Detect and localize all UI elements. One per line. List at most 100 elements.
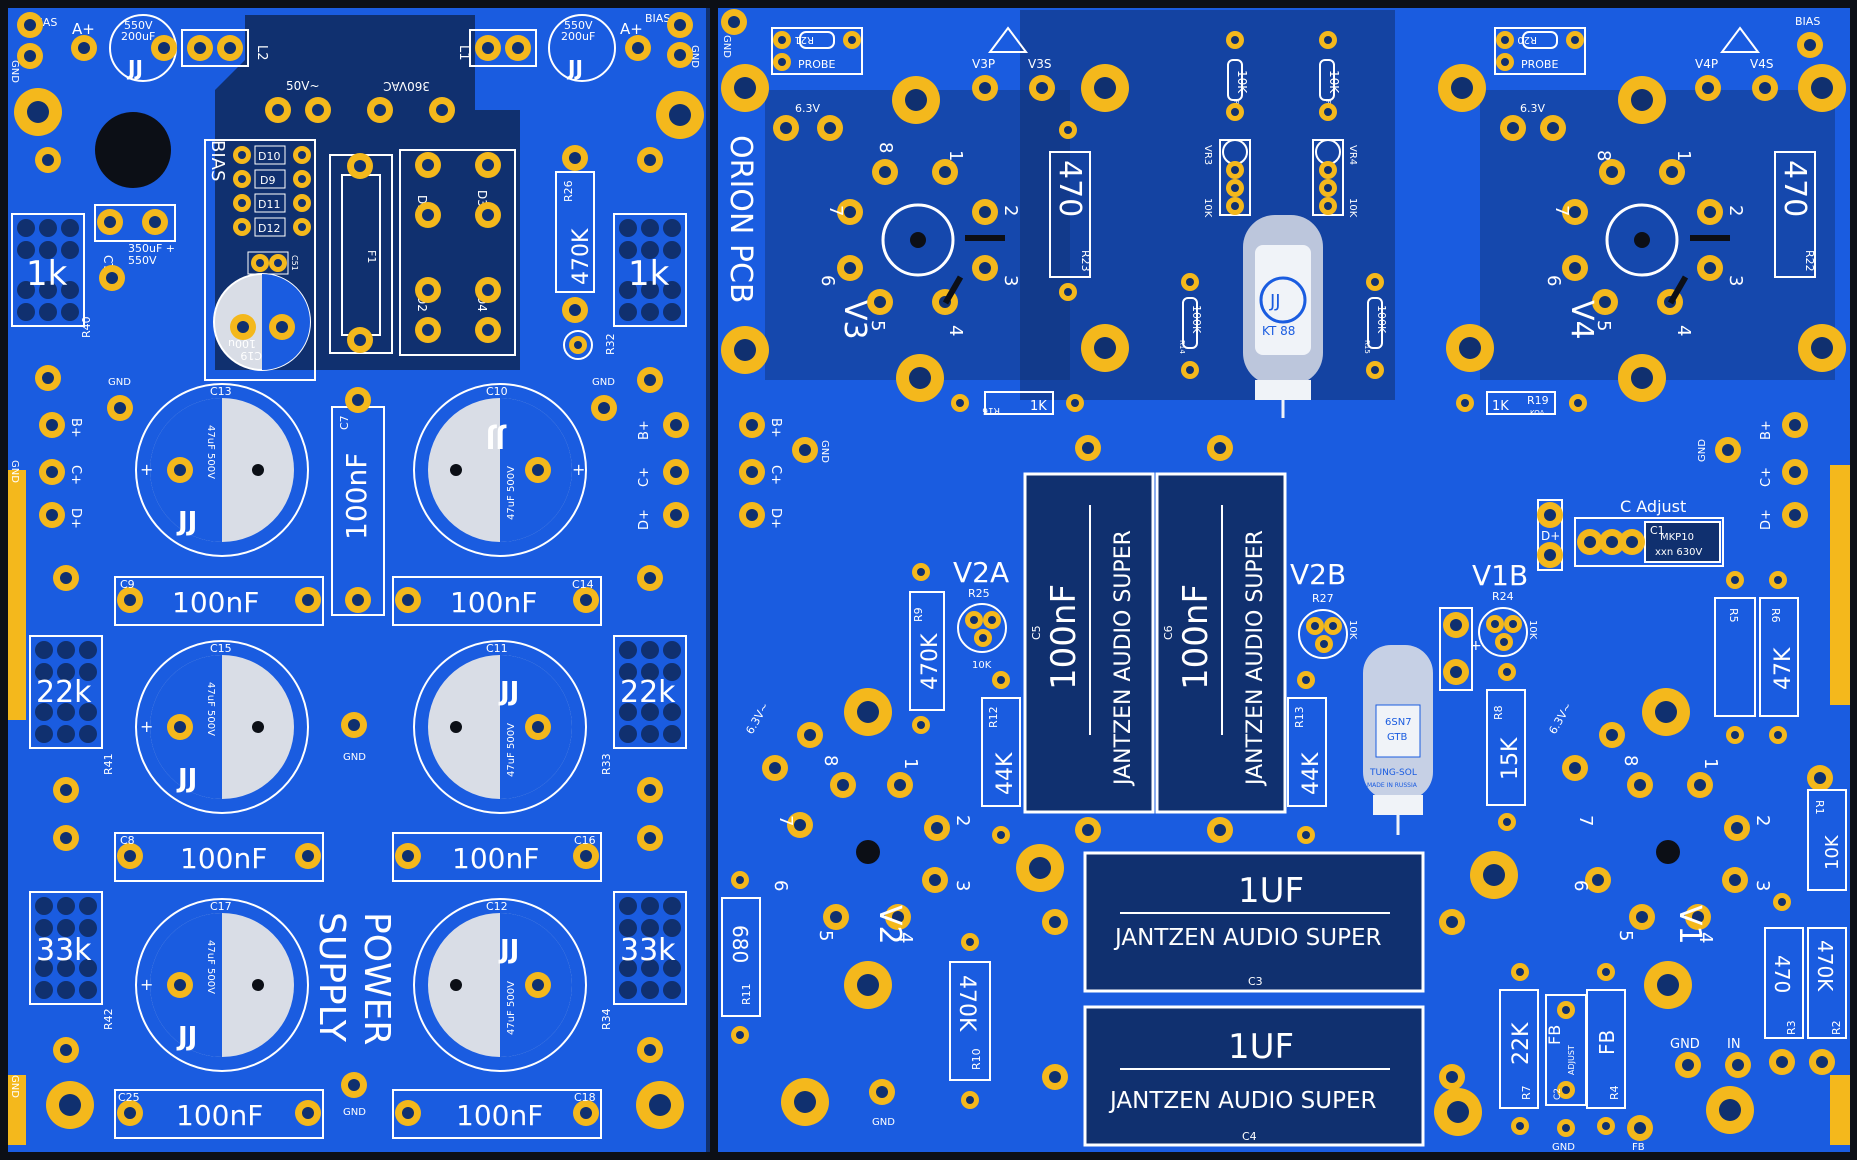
v1-pin7: 7 [1575, 815, 1596, 826]
bias-right-panel: BIAS [1795, 15, 1820, 28]
v3-pin6: 6 [817, 275, 838, 286]
c6-ref: C6 [1162, 625, 1175, 640]
r16-value: 1K [1030, 399, 1047, 414]
r7-value: 22K [1509, 1022, 1534, 1065]
gnd-label-c: GND [343, 752, 366, 763]
r1 [1807, 789, 1847, 891]
v2-pin3: 3 [952, 880, 973, 891]
bias-block-label: BIAS [207, 140, 228, 181]
r11-ref: R11 [740, 983, 753, 1005]
svg-text:+: + [140, 975, 153, 994]
r41-ref: R41 [102, 753, 115, 775]
gtb-label: GTB [1387, 732, 1408, 743]
r4-ref: R4 [1608, 1085, 1621, 1100]
r4-value: FB [1595, 1030, 1619, 1055]
c3-value: 1UF [1238, 871, 1304, 911]
c9-ref: C9 [120, 578, 135, 591]
v3-socket [881, 203, 955, 277]
c18-value: 100nF [456, 1099, 543, 1132]
c18-ref: C18 [574, 1091, 596, 1104]
r34-ref: R34 [600, 1008, 613, 1030]
d-plus-rp-left: D+ [768, 508, 783, 529]
r32-ref: R32 [604, 333, 617, 355]
gnd-label-b: GND [592, 377, 615, 388]
vr4-label: VR4 [1347, 145, 1358, 165]
b-plus-rp-right: B+ [1759, 420, 1774, 440]
f1-label: F1 [365, 250, 378, 263]
c7-ref: C7 [338, 415, 351, 430]
r25-trimmer [957, 603, 1007, 653]
cap-rating-top-right: 550V [564, 19, 593, 32]
jj-logo-right: JJ [566, 56, 583, 80]
r2-ref: R2 [1830, 1020, 1843, 1035]
r23-ref: R23 [1079, 250, 1092, 272]
kt88-label: KT 88 [1262, 324, 1295, 338]
in-input-label: IN [1727, 1037, 1741, 1052]
film-cap-c3: 1UF JANTZEN AUDIO SUPER C3 [1083, 851, 1425, 993]
v4-label: V4 [1564, 300, 1599, 340]
v1-pin4: 4 [1695, 932, 1716, 943]
d-plus-right: D+ [637, 509, 652, 530]
ct-voltage: 550V [128, 254, 157, 267]
cap-rating-top: 550V [124, 19, 153, 32]
c1-ref: C1 [1650, 524, 1665, 537]
r5-ref: R5 [1727, 608, 1740, 623]
v1-pin2: 2 [1752, 815, 1773, 826]
d-plus-rp-right: D+ [1759, 509, 1774, 530]
c9-value: 100nF [172, 586, 259, 619]
r23 [1049, 151, 1091, 278]
c-adjust-box [1574, 517, 1724, 567]
v4-pin1: 1 [1673, 150, 1694, 161]
r8-value: 15K [1498, 737, 1523, 780]
r20-ref: R20 [1517, 34, 1537, 45]
v3-label: V3 [837, 300, 872, 340]
r42-ref: R42 [102, 1008, 115, 1030]
v360-label: 360VAC [383, 79, 430, 93]
6sn7-tube: 6SN7 GTB TUNG-SOL MADE IN RUSSIA [1363, 645, 1433, 835]
amplifier-section: GND R21 PROBE V3P V3S 6.3V 8 1 7 2 6 3 [721, 9, 1847, 1153]
r12-value: 44K [993, 752, 1018, 795]
bias-block [204, 139, 316, 381]
film-cap-c14: C14 100nF [392, 576, 602, 626]
d-plus-left: D+ [68, 508, 83, 529]
c5-brand: JANTZEN AUDIO SUPER [1111, 530, 1136, 787]
v4-pin2: 2 [1725, 205, 1746, 216]
v4-socket [1605, 203, 1679, 277]
r16 [984, 391, 1054, 415]
film-cap-c8: C8 100nF [114, 832, 324, 882]
r6-ref: R6 [1769, 608, 1782, 623]
r25-ref: R25 [968, 587, 990, 600]
c6-value: 100nF [1176, 584, 1216, 690]
r6-value: 47K [1771, 647, 1796, 690]
c13-brand: JJ [176, 507, 197, 537]
r27-trimmer [1298, 609, 1348, 659]
film-cap-c16: C16 100nF [392, 832, 602, 882]
c19-ref: C19 [240, 349, 262, 362]
r16-ref: R16 [982, 405, 1000, 415]
film-cap-c5: C5 100nF JANTZEN AUDIO SUPER [1023, 472, 1155, 814]
v3s-label: V3S [1028, 57, 1051, 71]
r5 [1714, 597, 1756, 717]
v3-pin1: 1 [945, 150, 966, 161]
c2-fb-label: FB [1545, 1025, 1564, 1045]
v1-pin1: 1 [1700, 758, 1721, 769]
r26 [555, 171, 595, 293]
r12 [981, 697, 1021, 807]
c14-value: 100nF [450, 586, 537, 619]
r17-value: 10K [1235, 70, 1249, 94]
film-cap-c4: 1UF JANTZEN AUDIO SUPER C4 [1083, 1005, 1425, 1147]
bias-label-right: BIAS [645, 12, 670, 25]
r2 [1807, 927, 1847, 1039]
r3 [1764, 927, 1804, 1039]
c-plus-right: C+ [637, 467, 652, 487]
d11-label: D11 [258, 198, 280, 211]
v1b-label: V1B [1472, 559, 1528, 592]
r1-value: 10K [1822, 834, 1843, 870]
d-plus-cadj: D+ [1541, 529, 1560, 543]
r14-ref: R14 [1178, 340, 1186, 354]
r7-ref: R7 [1520, 1085, 1533, 1100]
r10-value: 470K [954, 975, 979, 1032]
r8 [1486, 689, 1526, 806]
mounting-hole [95, 112, 171, 188]
r11 [721, 897, 761, 1017]
